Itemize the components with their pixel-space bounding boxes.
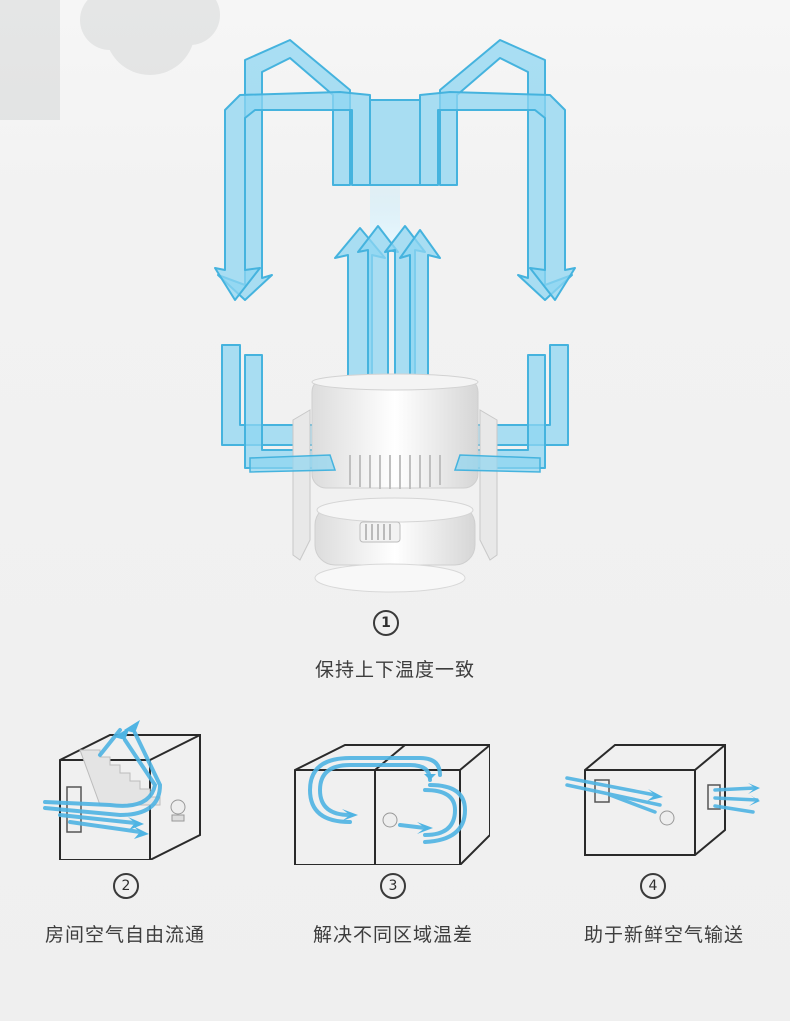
airflow-fan-graphic [0,0,576,593]
zone-fan [382,812,398,828]
step-2-number: 2 [113,873,139,899]
hero-illustration [0,0,576,593]
room-staircase-illustration [40,715,210,861]
step-2-caption: 房间空气自由流通 [44,924,205,946]
step-1-number: 1 [373,610,399,636]
two-zone-room-graphic [294,744,491,866]
room-windows-illustration [565,740,760,860]
room-staircase-graphic [43,720,201,861]
fan-device [292,373,498,593]
room-fan [170,799,186,822]
step-3-caption: 解决不同区域温差 [312,924,473,946]
airflow-arrows-top [214,39,576,301]
step-4-caption: 助于新鲜空气输送 [583,924,744,946]
airflow-side-streams [249,454,541,473]
room-fan-2 [659,810,675,826]
step-1-caption: 保持上下温度一致 [314,659,475,681]
two-zone-room-illustration [290,740,491,866]
step-4-number: 4 [640,873,666,899]
room-windows-graphic [565,744,760,856]
background-tree [0,0,220,120]
step-3-number: 3 [380,873,406,899]
airflow-arrows-center [334,225,441,386]
